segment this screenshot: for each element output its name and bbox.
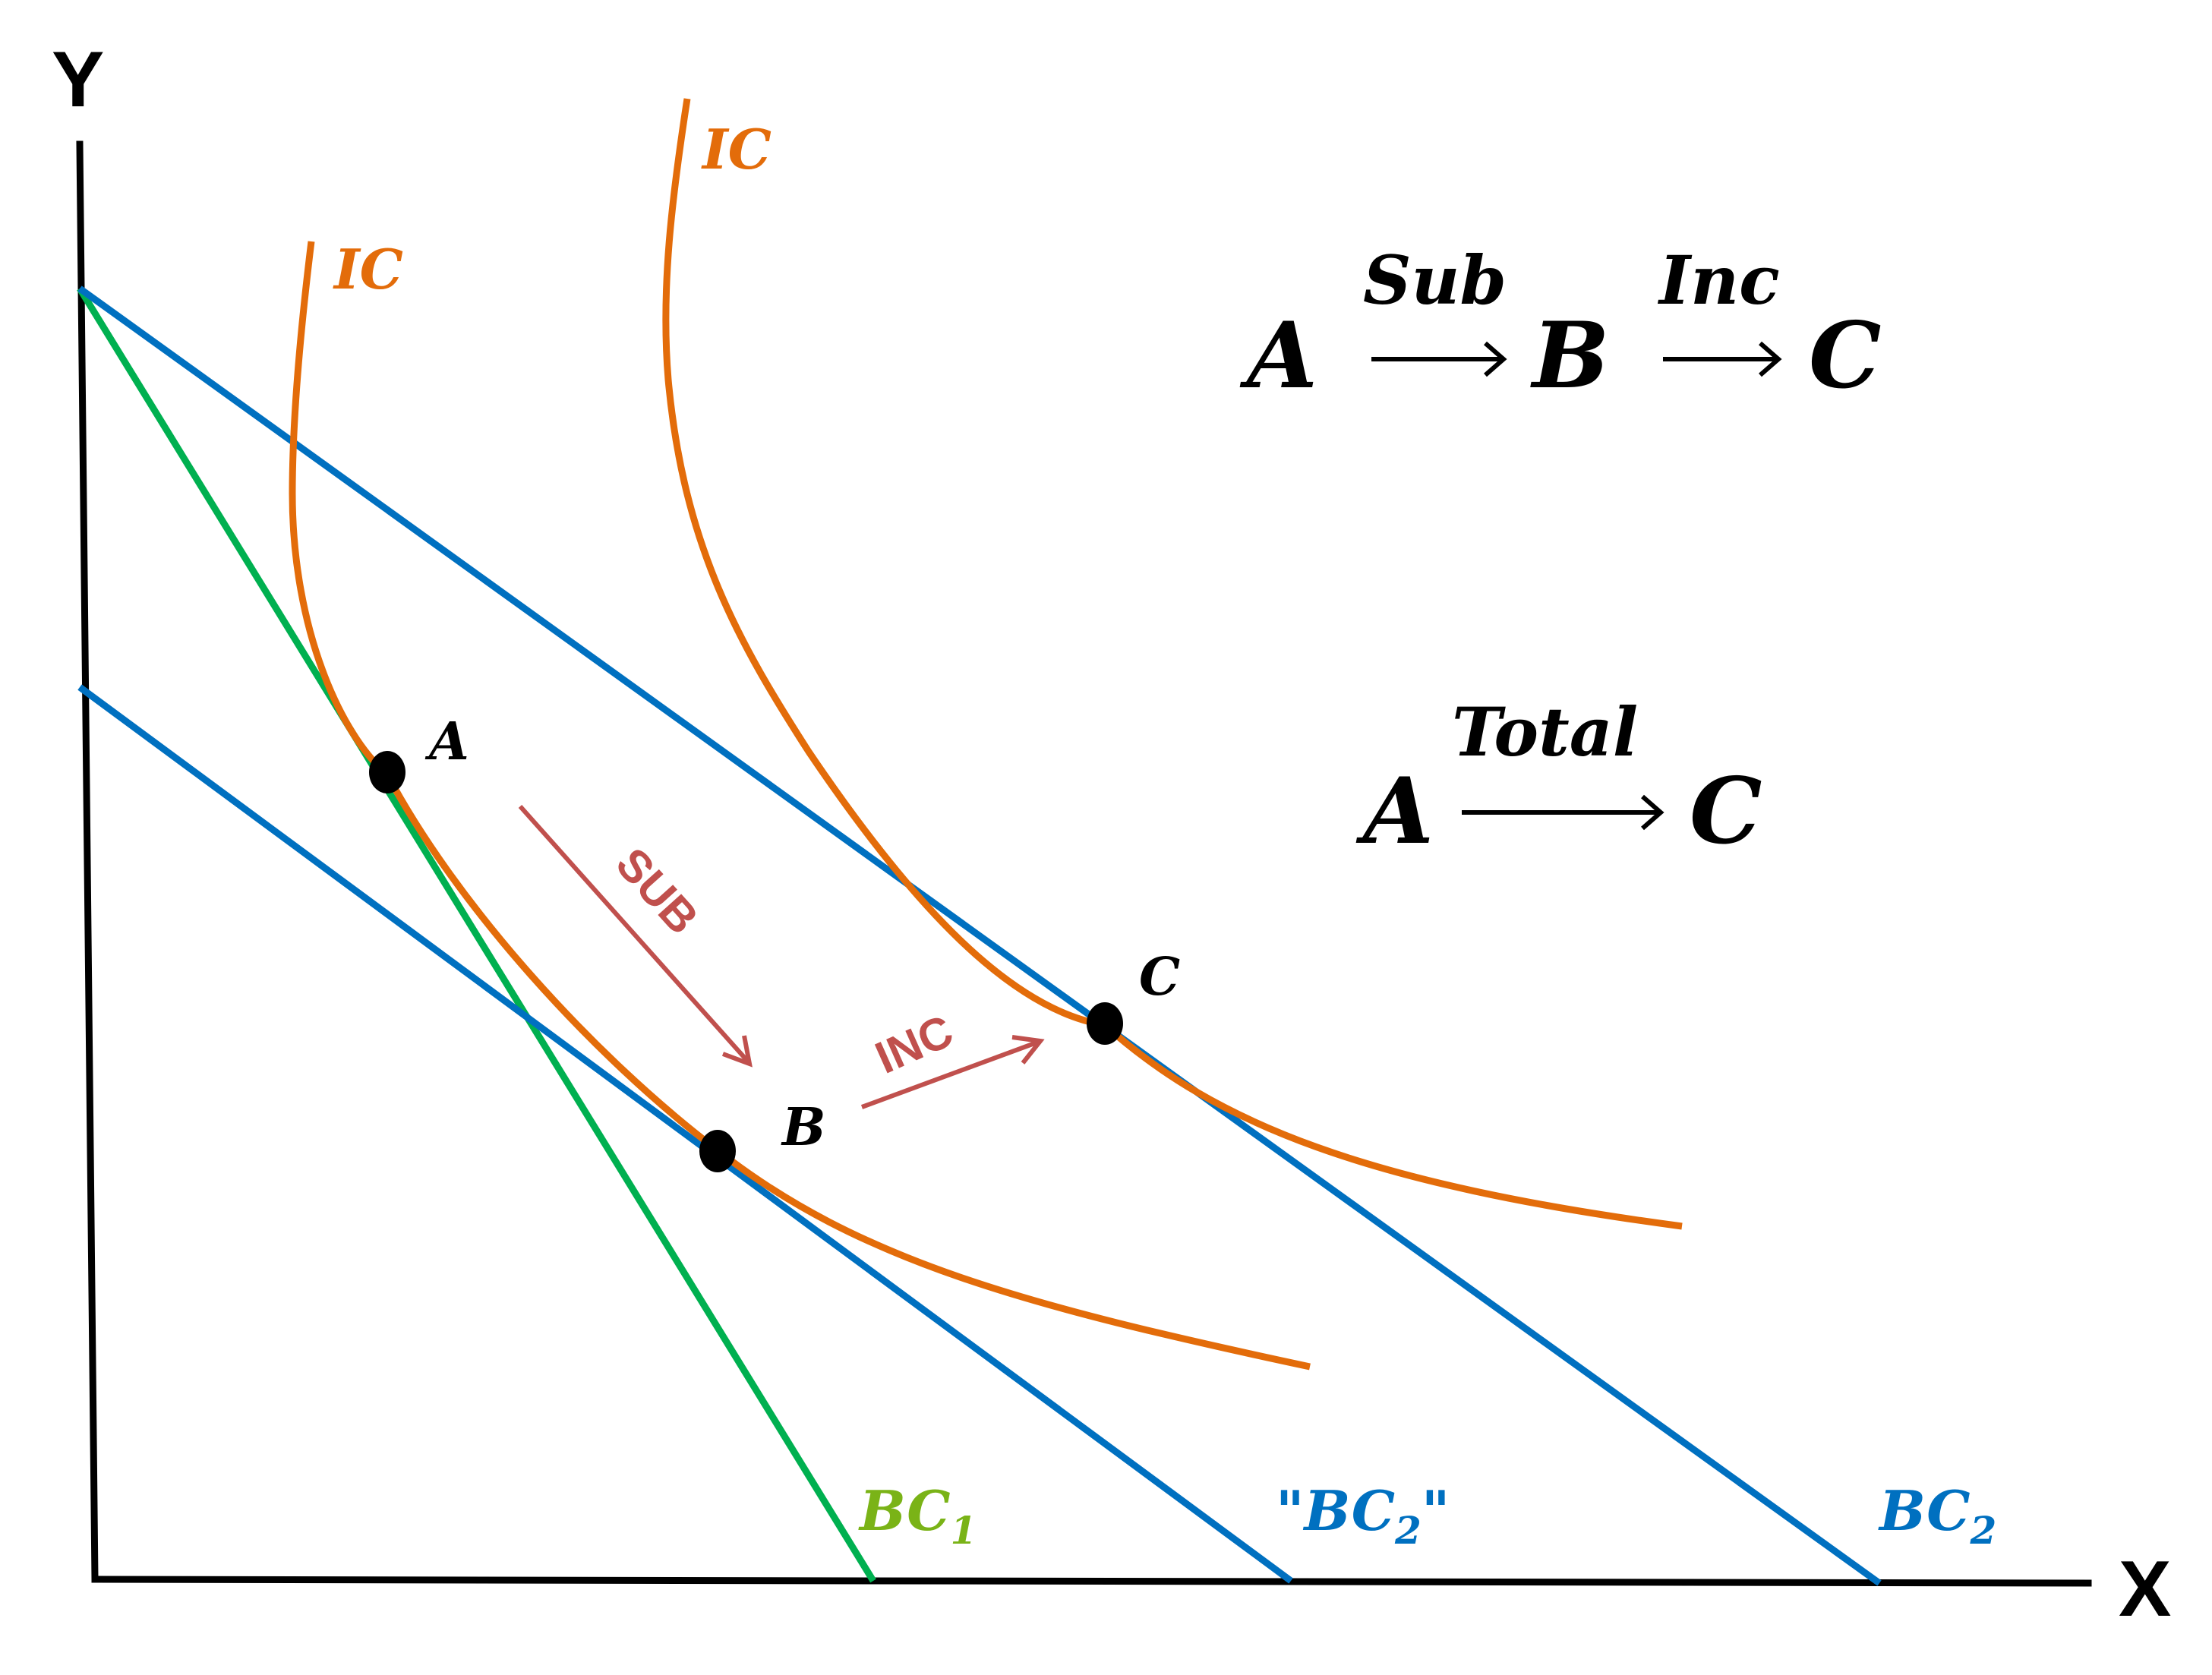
bc1-label-main: BC (858, 1478, 951, 1543)
indifference-curve-higher (662, 98, 1683, 1230)
budget-line-bc2 (77, 285, 1882, 1586)
decomposition-inc-label: Inc (1657, 241, 1780, 320)
total-equation: A Total C (1355, 692, 1762, 865)
hypothetical-bc2-label-main: "BC (1276, 1478, 1395, 1543)
x-axis (91, 1576, 2092, 1587)
point-b (699, 1130, 736, 1172)
budget-line-label-hypothetical-bc2: "BC2" (1276, 1478, 1450, 1553)
point-label-b: B (781, 1097, 825, 1158)
point-c (1087, 1002, 1123, 1045)
bc2-label-main: BC (1878, 1478, 1971, 1543)
income-step-label: INC (868, 1005, 961, 1084)
bc2-label-subscript: 2 (1970, 1508, 1997, 1553)
substitution-arrow (518, 805, 750, 1063)
budget-line-label-bc1: BC1 (858, 1478, 977, 1553)
decomposition-equation: A Sub B Inc C (1239, 241, 1882, 409)
indifference-curve-lower (289, 241, 1311, 1371)
indifference-curve-label-higher: IC (701, 117, 772, 181)
total-arrowhead (1641, 794, 1665, 831)
point-label-a: A (424, 711, 469, 772)
substitution-step-label: SUB (606, 838, 708, 944)
income-arrowhead (1011, 1035, 1045, 1065)
budget-line-hypothetical-bc2 (77, 684, 1293, 1584)
budget-line-label-bc2: BC2 (1878, 1478, 1996, 1553)
budget-line-bc1 (77, 286, 876, 1583)
hypothetical-bc2-label-suffix: " (1422, 1478, 1450, 1543)
bc1-label-subscript: 1 (951, 1508, 977, 1553)
hypothetical-bc2-label-subscript: 2 (1394, 1508, 1422, 1553)
point-label-c: C (1139, 947, 1180, 1008)
decomposition-second-arrowhead (1759, 341, 1782, 377)
y-axis-label: Y (52, 36, 104, 124)
total-end: C (1690, 758, 1762, 865)
x-axis-label: X (2119, 1545, 2171, 1633)
decomposition-end: C (1809, 302, 1882, 409)
decomposition-first-arrowhead (1484, 341, 1507, 377)
point-a (369, 751, 405, 793)
substitution-arrowhead (721, 1035, 753, 1068)
total-start: A (1355, 758, 1434, 865)
indifference-curve-label-lower: IC (333, 237, 403, 301)
decomposition-sub-label: Sub (1363, 241, 1507, 320)
total-label: Total (1452, 692, 1638, 771)
y-axis (76, 140, 99, 1583)
decomposition-mid: B (1530, 302, 1609, 409)
income-arrow (860, 1039, 1040, 1109)
decomposition-start: A (1239, 302, 1317, 409)
